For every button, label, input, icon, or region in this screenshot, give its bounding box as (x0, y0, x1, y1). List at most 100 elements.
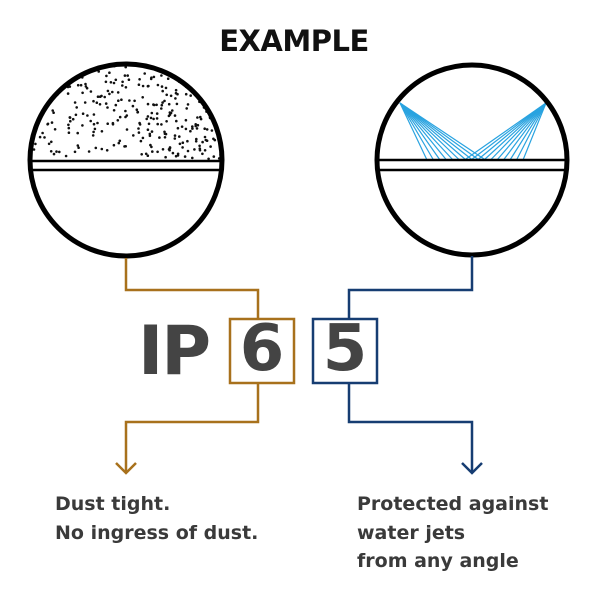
dust-particle (156, 122, 159, 126)
water-description: Protected against water jets from any an… (357, 490, 548, 576)
dust-particle (36, 84, 40, 88)
dust-particle (148, 134, 152, 138)
dust-particle (203, 127, 206, 130)
dust-particle (52, 152, 56, 156)
dust-particle (178, 135, 181, 138)
dust-particle (147, 84, 150, 88)
dust-particle (40, 84, 43, 88)
dust-particle (86, 114, 89, 117)
dust-particle (42, 97, 46, 101)
dust-particle (168, 146, 172, 150)
dust-particle (41, 131, 44, 135)
dust-particle (165, 120, 168, 123)
dust-particle (203, 67, 206, 71)
dust-particle (118, 115, 122, 119)
dust-particle (67, 123, 70, 127)
second-digit: 5 (322, 312, 368, 386)
page-title: EXAMPLE (219, 24, 369, 58)
dust-particle (186, 139, 189, 143)
dust-particle (127, 78, 131, 81)
dust-particle (219, 102, 222, 106)
dust-particle (217, 108, 221, 111)
dust-particle (137, 131, 141, 134)
dust-particle (195, 66, 199, 70)
connector-water-to-5 (347, 256, 474, 319)
dust-particle (201, 152, 204, 156)
dust-particle (92, 130, 95, 134)
dust-particle (173, 137, 177, 140)
dust-particle (43, 65, 46, 66)
arrow-down-icon (115, 462, 137, 475)
dust-particle (52, 82, 55, 85)
dust-particle (198, 85, 201, 88)
connector-5-to-description (347, 383, 474, 473)
dust-particle (104, 102, 108, 105)
dust-particle (141, 136, 145, 140)
dust-particle (148, 132, 152, 136)
dust-particle (38, 135, 42, 139)
dust-particle (53, 128, 57, 131)
water-jet-ray (490, 102, 547, 161)
dust-particle (149, 143, 152, 147)
dust-particle (52, 111, 55, 114)
dust-particle (182, 72, 185, 76)
dust-description-line: Dust tight. (55, 493, 171, 515)
dust-particle (171, 151, 175, 155)
dust-particle (58, 150, 61, 154)
dust-particle (91, 134, 95, 137)
dust-particle (163, 132, 167, 135)
dust-particle (199, 117, 203, 121)
ip-prefix: IP (138, 312, 211, 391)
dust-particle (173, 114, 177, 117)
dust-particle (112, 143, 116, 147)
dust-particle (35, 75, 39, 79)
digit-box-second (311, 317, 379, 385)
dust-particle (66, 92, 70, 95)
dust-particle (77, 146, 80, 149)
water-jet-ray (496, 102, 547, 161)
dust-particle (44, 73, 47, 76)
dust-particle (71, 117, 75, 121)
dust-particle (203, 149, 207, 152)
dust-particle (184, 118, 188, 122)
water-jet-ray (399, 102, 428, 161)
dust-particle (212, 65, 216, 68)
dust-particle (219, 69, 222, 73)
dust-particle (141, 84, 145, 88)
dust-particle (79, 83, 83, 87)
dust-particle (166, 77, 170, 80)
dust-particle (43, 87, 47, 91)
dust-particle (161, 148, 165, 151)
water-jets (399, 102, 547, 161)
dust-particle (219, 66, 222, 69)
dust-particle (186, 103, 190, 106)
dust-particle (172, 71, 176, 74)
dust-particle (160, 103, 164, 107)
dust-particle (50, 121, 54, 124)
dust-particle (199, 115, 202, 119)
dust-particle (194, 78, 198, 81)
connector-dust-to-6 (124, 258, 260, 319)
dust-particle (123, 145, 126, 148)
dust-particle (106, 106, 109, 109)
dust-particle (176, 126, 180, 130)
dust-particle (178, 142, 182, 146)
water-jet-ray (399, 102, 486, 161)
dust-particle (209, 145, 212, 148)
dust-particle (105, 74, 108, 78)
dust-particle (164, 86, 168, 90)
digit-box-first (228, 317, 296, 385)
dust-particle (189, 129, 192, 133)
dust-particle (75, 106, 78, 109)
dust-particle (66, 65, 69, 68)
dust-particle (146, 154, 150, 157)
dust-particle (180, 125, 184, 128)
dust-particle (89, 119, 92, 123)
dust-particle (34, 142, 37, 146)
dust-particle (61, 70, 64, 73)
dust-particle (50, 85, 53, 89)
dust-particle (52, 67, 56, 71)
dust-particle (141, 96, 144, 99)
water-jet-ray (503, 102, 547, 161)
